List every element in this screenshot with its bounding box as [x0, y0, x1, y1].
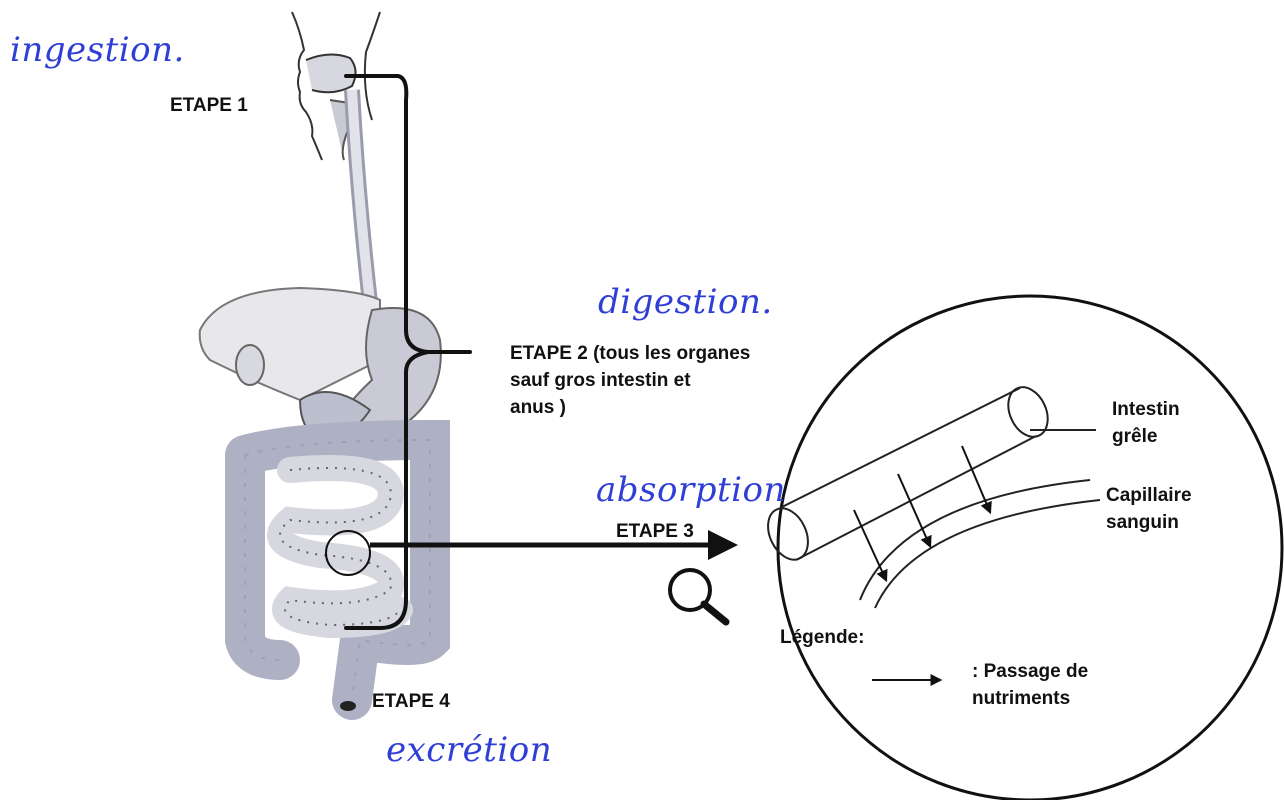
zoom-label-capillaire-line2: sanguin [1106, 512, 1179, 533]
head-profile [292, 12, 380, 160]
step3-label: ETAPE 3 [616, 518, 694, 545]
zoom-circle [778, 296, 1282, 800]
handwritten-ingestion: ingestion. [10, 30, 185, 70]
step2-note-line2: sauf gros intestin et [510, 370, 691, 391]
zoom-label-intestin-line2: grêle [1112, 426, 1157, 447]
gallbladder [236, 345, 264, 385]
step1-label: ETAPE 1 [170, 92, 248, 119]
step2-note-line3: anus ) [510, 397, 566, 418]
handwritten-excretion: excrétion [386, 730, 552, 770]
legend-title: Légende: [780, 624, 864, 651]
nutrient-arrows [854, 446, 990, 580]
legend-text-line1: : Passage de [972, 661, 1088, 682]
zoom-label-intestin: Intestin grêle [1112, 396, 1180, 450]
magnifier-icon [670, 570, 726, 622]
handwritten-absorption: absorption [596, 470, 786, 510]
step2-block: ETAPE 2 (tous les organes sauf gros inte… [510, 340, 850, 421]
anus [340, 701, 356, 711]
zoom-label-intestin-line1: Intestin [1112, 399, 1180, 420]
legend-text-line2: nutriments [972, 688, 1070, 709]
zoom-capillary [860, 480, 1100, 608]
liver [200, 288, 380, 400]
step2-note-line1: (tous les organes [593, 343, 750, 364]
legend-text: : Passage de nutriments [972, 658, 1088, 712]
step4-label: ETAPE 4 [372, 688, 450, 715]
zoom-label-capillaire: Capillaire sanguin [1106, 482, 1192, 536]
zoom-label-capillaire-line1: Capillaire [1106, 485, 1192, 506]
step2-title: ETAPE 2 [510, 343, 588, 364]
handwritten-digestion: digestion. [598, 282, 773, 322]
